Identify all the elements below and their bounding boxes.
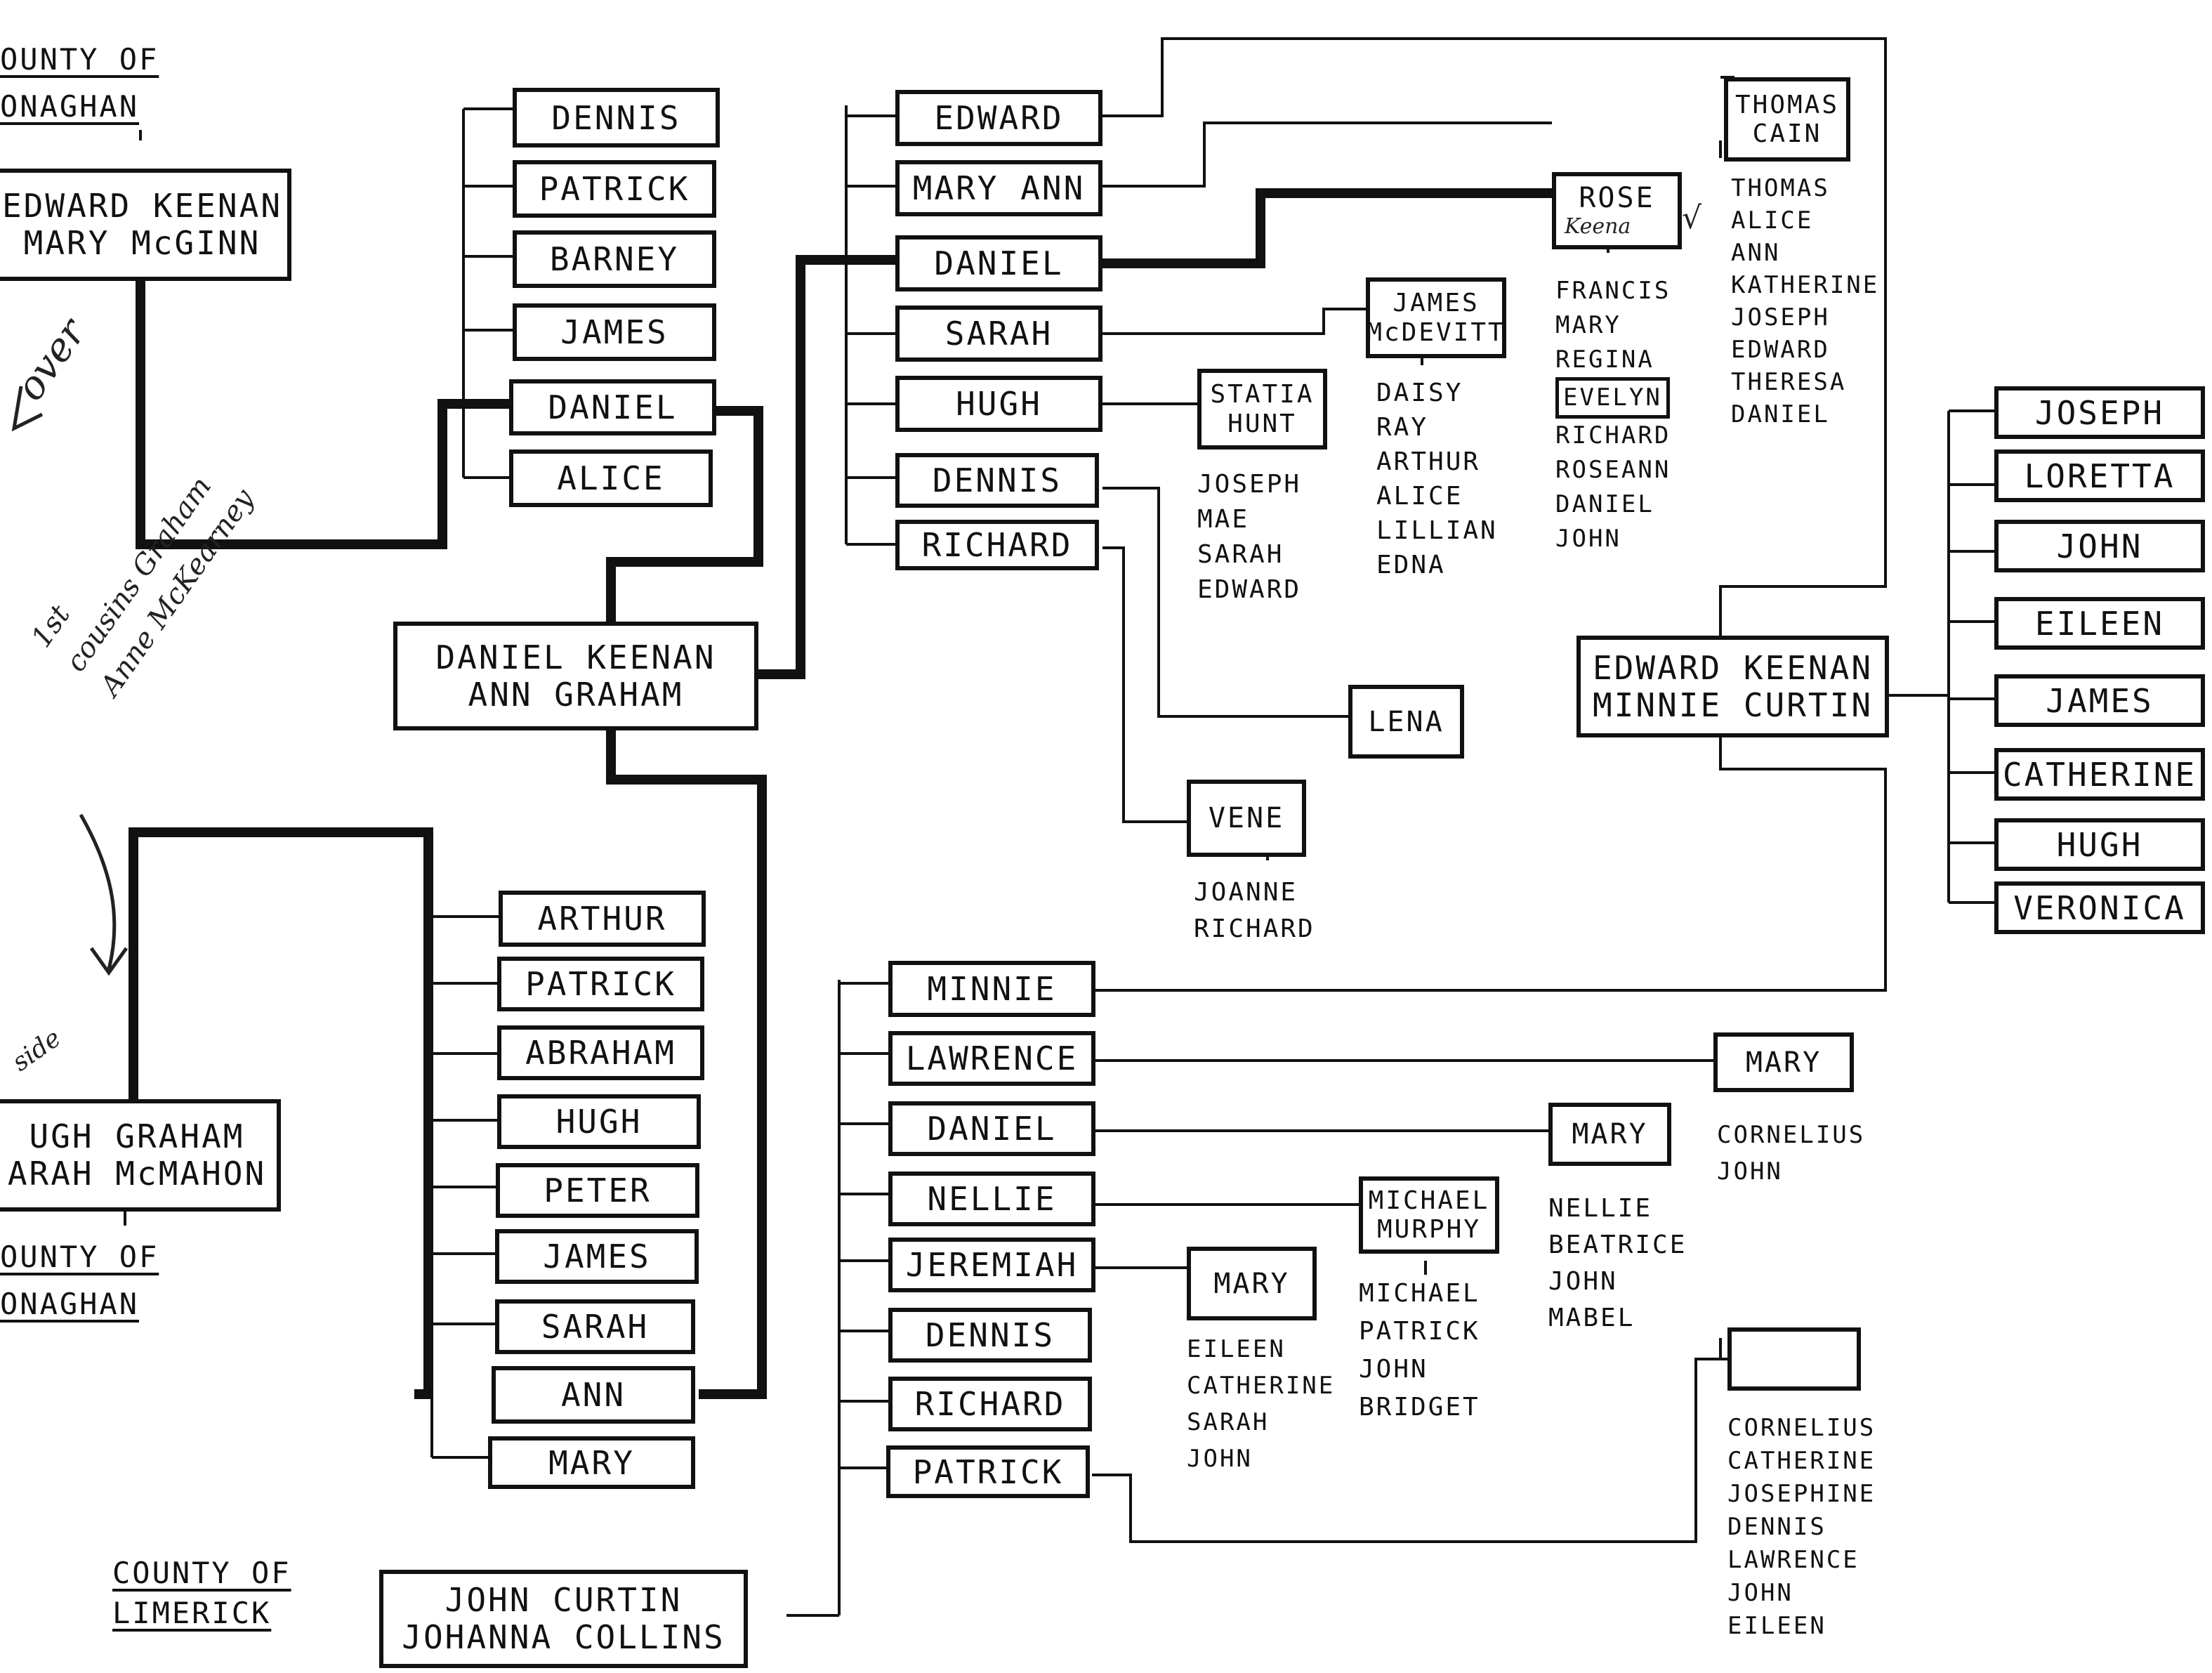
spouse-vene: VENE [1187, 780, 1306, 857]
keenan-sibling-box: BARNEY [513, 230, 716, 288]
graham-sibling-bracket [430, 903, 499, 1459]
richard-to-vene-line [1102, 546, 1187, 823]
cain-down-to-edward-keenan [1719, 81, 1887, 636]
keenan-sibling-box: JAMES [513, 303, 716, 361]
graham-sibling-box: MARY [488, 1436, 695, 1489]
graham-sibling-box: ARTHUR [499, 891, 706, 947]
daniel-child-box: SARAH [895, 306, 1102, 362]
curtin-child-box: JEREMIAH [888, 1238, 1095, 1292]
handwritten-arrow-icon [79, 813, 129, 976]
spouse-lena: LENA [1348, 685, 1464, 759]
curtin-child-box: PATRICK [886, 1445, 1090, 1498]
daniel-child-box: EDWARD [895, 90, 1102, 146]
curtin-child-box: DENNIS [888, 1308, 1092, 1363]
daniel-child-box: RICHARD [895, 520, 1099, 570]
daniel-child-box: HUGH [895, 376, 1102, 432]
graham-sibling-box: ABRAHAM [497, 1025, 704, 1080]
graham-sibling-box: PATRICK [497, 957, 704, 1011]
graham-sibling-box: ANN [492, 1366, 695, 1424]
daniel-child-box: MARY ANN [895, 160, 1102, 216]
edward-minnie-child-box: CATHERINE [1994, 748, 2205, 801]
spouse-mary-of-lawrence: MARY [1713, 1032, 1854, 1092]
spouse-mary-of-daniel: MARY [1548, 1103, 1671, 1166]
handwritten-arrow-icon [11, 386, 44, 432]
edward-minnie-child-box: VERONICA [1994, 881, 2205, 934]
direct-line-of-descent [129, 188, 1552, 1399]
keenan-sibling-box: DENNIS [513, 88, 720, 147]
sarah-to-mcdevitt-line [1102, 308, 1366, 335]
keenan-sibling-box: DANIEL [509, 379, 716, 435]
maryann-to-rose-line [1102, 122, 1552, 188]
curtin-child-box: NELLIE [888, 1172, 1095, 1226]
edward-minnie-child-box: JOSEPH [1994, 386, 2205, 439]
daniel-child-box: DANIEL [895, 235, 1102, 291]
daniel-child-box: DENNIS [895, 453, 1099, 508]
edward-minnie-child-box: HUGH [1994, 818, 2205, 871]
edward-minnie-child-box: JOHN [1994, 520, 2205, 572]
curtin-child-box: LAWRENCE [888, 1031, 1095, 1086]
edward-minnie-child-box: EILEEN [1994, 597, 2205, 650]
minnie-to-edward-line [1095, 737, 1887, 992]
daniel-children-bracket [845, 105, 895, 546]
spouse-rose: ROSE [1552, 172, 1682, 249]
tick-mark: √ [1682, 200, 1702, 236]
rose-surname-note: Keena [1565, 214, 1631, 239]
keenan-sibling-box: PATRICK [513, 160, 716, 218]
edward-minnie-children-bracket [1889, 409, 1994, 904]
patrick-to-spouse-line [1092, 1358, 1727, 1543]
curtin-child-box: DANIEL [888, 1101, 1095, 1156]
spouse-of-patrick-unnamed [1727, 1327, 1861, 1391]
graham-sibling-box: SARAH [495, 1299, 695, 1354]
keenan-sibling-box: ALICE [509, 450, 713, 507]
curtin-child-box: RICHARD [888, 1377, 1092, 1431]
graham-sibling-box: JAMES [495, 1229, 699, 1284]
graham-sibling-box: PETER [496, 1163, 699, 1218]
edward-minnie-child-box: LORETTA [1994, 450, 2205, 502]
edward-minnie-child-box: JAMES [1994, 674, 2205, 727]
graham-sibling-box: HUGH [497, 1094, 701, 1149]
spouse-mary-of-jeremiah: MARY [1187, 1247, 1317, 1320]
dennis-to-lena-line [1102, 487, 1348, 718]
curtin-children-bracket [786, 980, 888, 1617]
curtin-child-box: MINNIE [888, 961, 1095, 1017]
keenan-sibling-bracket [462, 107, 513, 479]
